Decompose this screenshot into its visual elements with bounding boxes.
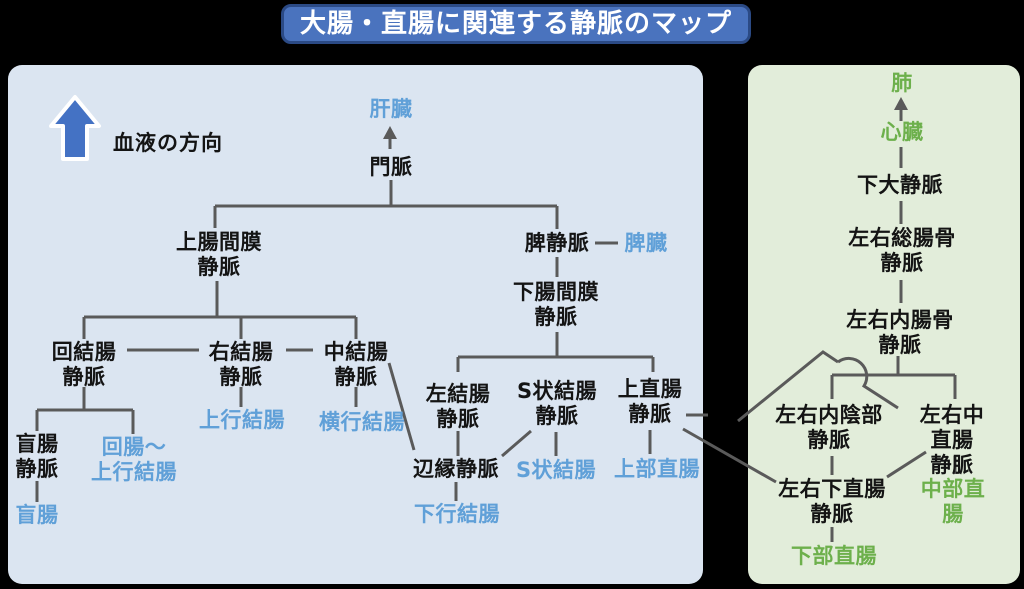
node-upper-rectum: 上部直腸 bbox=[614, 457, 700, 481]
node-splenic-vein: 脾静脈 bbox=[524, 231, 590, 255]
node-cecum: 盲腸 bbox=[15, 503, 59, 527]
node-internal-iliac-veins: 左右内腸骨 静脈 bbox=[846, 308, 954, 357]
node-liver: 肝臓 bbox=[369, 97, 413, 121]
node-middle-rectum: 中部直腸 bbox=[920, 477, 986, 526]
node-inferior-rectal-veins: 左右下直腸 静脈 bbox=[778, 477, 886, 526]
node-inferior-vena-cava: 下大静脈 bbox=[857, 173, 943, 197]
node-spleen: 脾臓 bbox=[624, 231, 668, 255]
node-common-iliac-veins: 左右総腸骨 静脈 bbox=[848, 226, 956, 275]
node-inferior-mesenteric-vein: 下腸間膜 静脈 bbox=[513, 280, 599, 329]
node-transverse-colon: 横行結腸 bbox=[319, 410, 405, 434]
node-portal-vein: 門脈 bbox=[369, 155, 413, 179]
node-middle-colic-vein: 中結腸 静脈 bbox=[323, 340, 389, 389]
node-lower-rectum: 下部直腸 bbox=[791, 544, 877, 568]
node-lung: 肺 bbox=[891, 71, 913, 95]
node-sigmoid-vein: S状結腸 静脈 bbox=[516, 379, 598, 428]
node-superior-mesenteric-vein: 上腸間膜 静脈 bbox=[176, 230, 262, 279]
diagram-title: 大腸・直腸に関連する静脈のマップ bbox=[281, 4, 751, 44]
node-marginal-vein: 辺縁静脈 bbox=[413, 457, 499, 481]
node-descending-colon: 下行結腸 bbox=[414, 502, 500, 526]
node-left-colic-vein: 左結腸 静脈 bbox=[425, 382, 491, 431]
node-middle-rectal-veins: 左右中直腸 静脈 bbox=[919, 403, 985, 477]
node-cecal-vein: 盲腸 静脈 bbox=[15, 432, 59, 481]
node-ileum-to-ascending-colon: 回腸〜 上行結腸 bbox=[91, 435, 177, 484]
node-heart: 心臓 bbox=[880, 120, 924, 144]
node-right-colic-vein: 右結腸 静脈 bbox=[208, 340, 274, 389]
node-ileocolic-vein: 回結腸 静脈 bbox=[51, 340, 117, 389]
node-internal-pudendal-veins: 左右内陰部 静脈 bbox=[775, 403, 883, 452]
node-superior-rectal-vein: 上直腸 静脈 bbox=[617, 377, 683, 426]
node-ascending-colon: 上行結腸 bbox=[199, 408, 285, 432]
node-sigmoid-colon: S状結腸 bbox=[515, 458, 597, 482]
blood-direction-label: 血液の方向 bbox=[113, 131, 223, 155]
